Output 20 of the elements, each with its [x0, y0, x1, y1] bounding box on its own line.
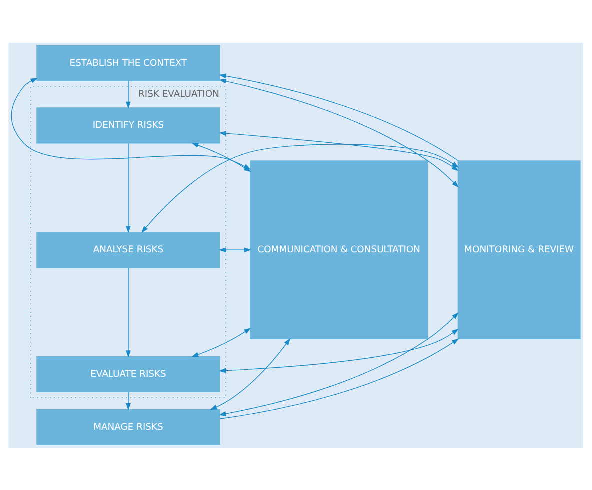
arrow	[192, 328, 252, 357]
arrow	[219, 312, 459, 416]
arrow	[142, 144, 460, 233]
arrow	[126, 80, 131, 108]
node-box: ESTABLISH THE CONTEXT	[36, 44, 220, 82]
arrow	[218, 247, 252, 252]
arrow	[126, 392, 131, 410]
node-box: EVALUATE RISKS	[36, 356, 220, 392]
arrow	[220, 338, 460, 419]
arrow	[210, 338, 291, 410]
node-box: IDENTIFY RISKS	[36, 107, 220, 144]
arrow	[126, 142, 131, 233]
arrow	[219, 73, 459, 161]
node-box: MONITORING & REVIEW	[458, 160, 581, 339]
node-box: MANAGE RISKS	[36, 408, 220, 446]
arrow	[219, 328, 459, 373]
arrow	[126, 267, 131, 358]
node-box: ANALYSE RISKS	[36, 232, 220, 268]
node-box: COMMUNICATION & CONSULTATION	[250, 160, 428, 339]
arrow	[219, 78, 459, 188]
